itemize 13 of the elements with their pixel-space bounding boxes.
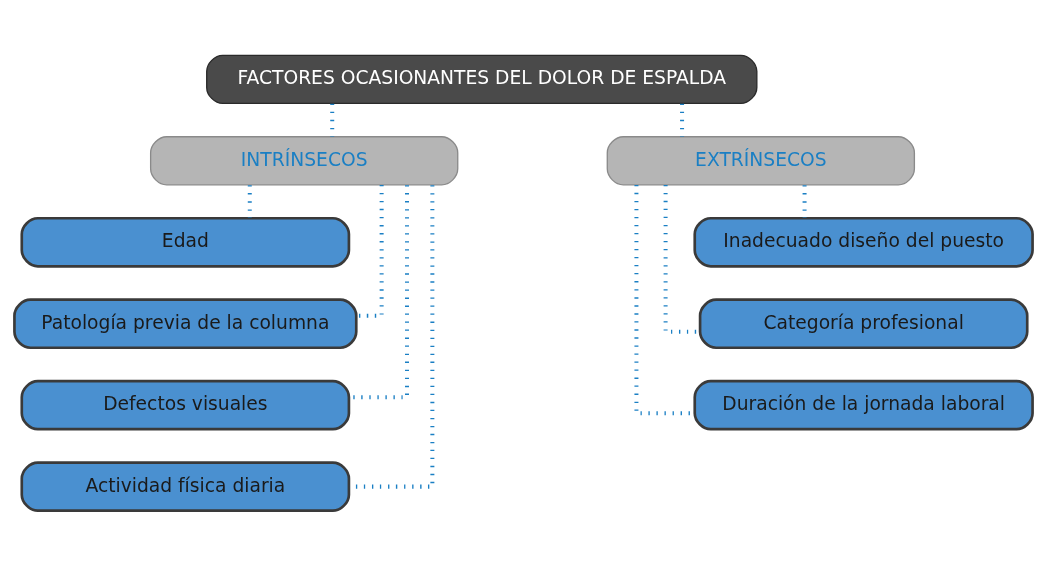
node-box: Actividad física diaria xyxy=(20,460,351,512)
node-box: EXTRÍNSECOS xyxy=(606,135,916,186)
node-box: FACTORES OCASIONANTES DEL DOLOR DE ESPALDA xyxy=(206,54,758,104)
node-box: Patología previa de la columna xyxy=(13,297,358,349)
connector xyxy=(802,184,807,218)
node-box: INTRÍNSECOS xyxy=(149,135,459,186)
node-box: Duración de la jornada laboral xyxy=(693,379,1034,431)
node-box: Categoría profesional xyxy=(698,297,1029,349)
connector xyxy=(356,184,384,318)
connector xyxy=(247,184,252,218)
node-box: Defectos visuales xyxy=(20,379,351,431)
node-box: Edad xyxy=(20,216,351,268)
node-box: Inadecuado diseño del puesto xyxy=(693,216,1034,268)
